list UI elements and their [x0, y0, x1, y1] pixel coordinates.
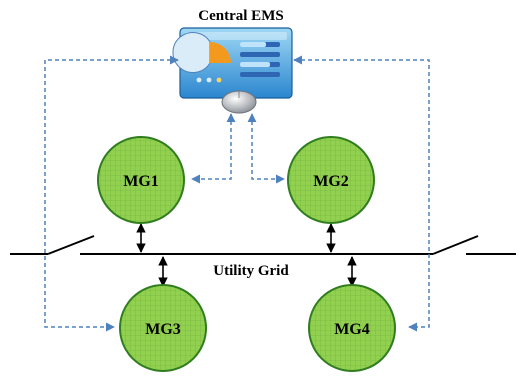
microgrid-mg1: MG1 [97, 136, 185, 224]
utility-grid-label: Utility Grid [213, 263, 289, 279]
left-switch [47, 235, 95, 255]
ems-control-panel-icon [172, 27, 293, 114]
central-ems-title: Central EMS [198, 8, 283, 24]
mg3-label: MG3 [145, 321, 181, 338]
mg4-label: MG4 [334, 321, 370, 338]
communication-links [44, 55, 430, 332]
microgrid-mg3: MG3 [119, 284, 207, 372]
microgrid-mg4: MG4 [308, 284, 396, 372]
utility-grid-bus [10, 235, 516, 255]
microgrid-mg2: MG2 [287, 136, 375, 224]
mg2-label: MG2 [313, 173, 349, 190]
right-switch [432, 235, 479, 255]
mg1-label: MG1 [123, 173, 159, 190]
